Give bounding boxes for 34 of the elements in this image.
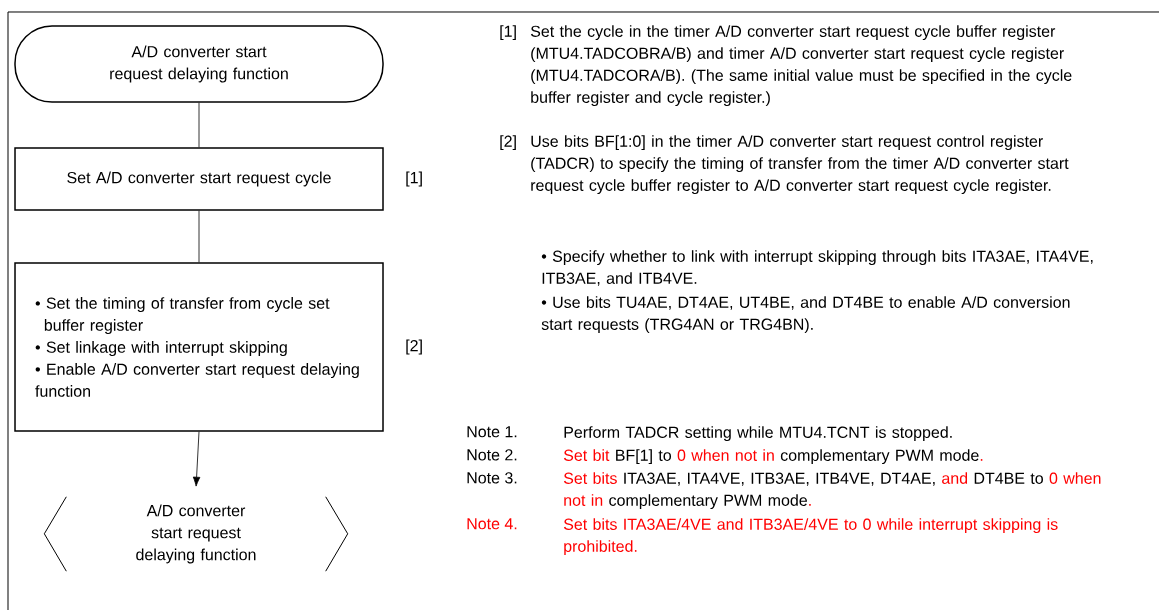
- note-text: Set bits ITA3AE/4VE and ITB3AE/4VE to 0 while interrupt skipping is prohibited.: [563, 518, 1058, 556]
- process-box: • Set the timing of transfer from cycle set buffer register • Set linkage with interrupt skipping • Enable A/D converter start request delaying function: [14, 262, 384, 432]
- bullet-text: • Specify whether to link with interrupt skipping through bits ITA3AE, ITA4VE, ITB3AE, and ITB4VE.: [541, 250, 1093, 286]
- note-text: Perform TADCR setting while MTU4.TCNT is stopped.: [564, 426, 952, 442]
- label: 0 when not in: [677, 449, 774, 461]
- note-text: Set bit BF[1] to 0 when not in complementary PWM mode.: [563, 449, 983, 465]
- label: DT4BE to: [974, 472, 1043, 484]
- step-description: Use bits BF[1:0] in the timer A/D converter start request control register (TADCR) to specify the timing of transfer from the timer A/D converter start request cycle buffer register to A/D converter start request cycle register.: [531, 135, 1069, 195]
- label: 0 when: [1049, 472, 1101, 484]
- label: Set bits: [563, 472, 617, 484]
- connector-line: [198, 102, 200, 148]
- label: ITA3AE, ITA4VE, ITB3AE, ITB4VE, DT4AE,: [624, 472, 935, 486]
- step-description: Set the cycle in the timer A/D converter start request cycle buffer register (MTU4.TADCOBRA/B) and timer A/D converter start request cycle register (MTU4.TADCORA/B). (The same initial value must be specified in the cycle buffer register and cycle register.): [530, 25, 1072, 107]
- step-number: [1]: [406, 171, 422, 187]
- note-number: Note 2.: [467, 449, 517, 461]
- note-number: Note 4.: [467, 518, 517, 530]
- label: .: [980, 459, 983, 461]
- connector-line: [192, 431, 201, 487]
- note-number: [2]: [500, 135, 516, 151]
- step-number: [2]: [406, 339, 422, 355]
- note-number: Note 1.: [467, 426, 517, 438]
- note-text: Set bits ITA3AE, ITA4VE, ITB3AE, ITB4VE, DT4AE, and DT4BE to 0 when not in complementary PWM mode.: [563, 472, 1101, 510]
- label: Set bit: [563, 449, 610, 461]
- label: complementary PWM mode: [780, 449, 979, 465]
- connector-line: [198, 210, 200, 263]
- note-number: [1]: [500, 25, 516, 41]
- label: not in: [564, 494, 603, 506]
- note-number: Note 3.: [467, 472, 517, 484]
- bullet-text: • Use bits TU4AE, DT4AE, UT4BE, and DT4BE to enable A/D conversion start requests (TRG4AN or TRG4BN).: [541, 296, 1070, 334]
- label: and: [942, 472, 968, 484]
- label: .: [809, 504, 811, 506]
- process-box: Set A/D converter start request cycle: [14, 147, 384, 211]
- label: BF[1] to: [616, 449, 672, 465]
- label: complementary PWM mode: [609, 494, 807, 510]
